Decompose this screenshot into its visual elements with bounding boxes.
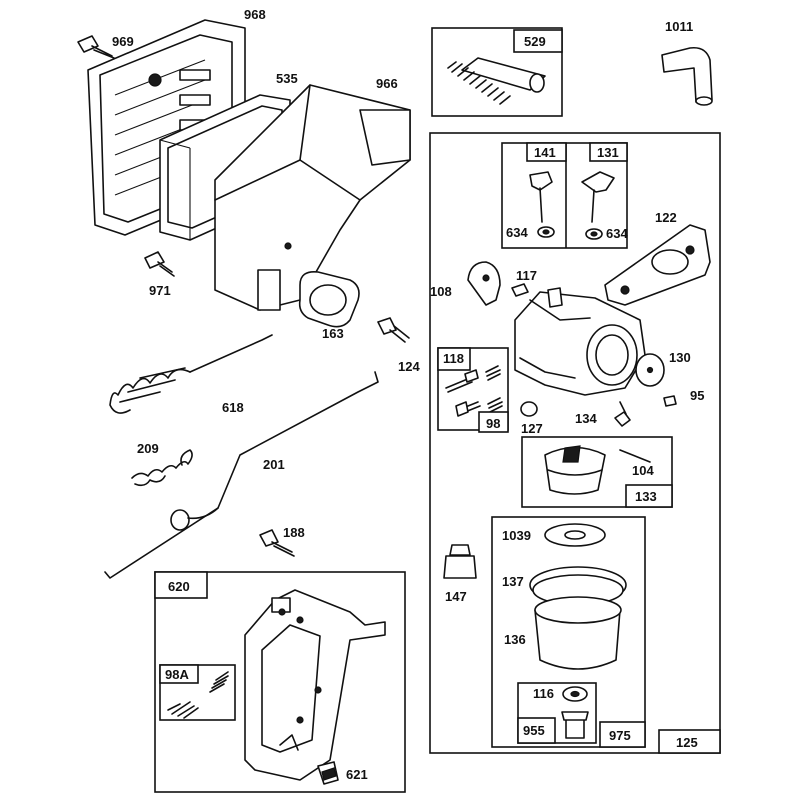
gasket-163 (298, 270, 360, 328)
label-188: 188 (283, 525, 305, 540)
label-621: 621 (346, 767, 368, 782)
label-118: 118 (443, 351, 464, 366)
label-971: 971 (149, 283, 171, 298)
label-127: 127 (521, 421, 543, 436)
label-163: 163 (322, 326, 344, 341)
label-618: 618 (222, 400, 244, 415)
bolt-kit-frame (517, 682, 597, 744)
spring-209 (131, 449, 193, 487)
tag-141 (526, 142, 567, 162)
tag-98A (159, 664, 199, 684)
label-131: 131 (597, 145, 619, 160)
label-969: 969 (112, 34, 134, 49)
tag-955 (517, 717, 556, 744)
throttle-plate-108 (467, 261, 501, 306)
label-117: 117 (516, 268, 537, 283)
label-209: 209 (137, 441, 159, 456)
box-529 (431, 27, 563, 117)
spring-kit-98A (167, 671, 229, 719)
label-147: 147 (445, 589, 467, 604)
pin-104 (619, 449, 651, 463)
screw-969 (77, 35, 115, 59)
bracket-122 (604, 224, 711, 306)
label-136: 136 (504, 632, 526, 647)
label-634-right: 634 (606, 226, 628, 241)
label-955: 955 (523, 723, 545, 738)
needle-141 (529, 171, 555, 238)
label-141: 141 (534, 145, 556, 160)
link-rod-201 (104, 371, 379, 579)
choke-plate-130 (635, 353, 665, 387)
label-201: 201 (263, 457, 285, 472)
tube-and-spring-529 (447, 57, 546, 105)
label-529: 529 (524, 34, 546, 49)
bolt-955 (561, 711, 589, 739)
plug-127 (520, 401, 538, 417)
label-133: 133 (635, 489, 657, 504)
needle-131 (581, 171, 615, 240)
tag-529 (513, 29, 563, 53)
float-133 (544, 445, 606, 495)
label-125: 125 (676, 735, 698, 750)
label-975: 975 (609, 728, 631, 743)
label-108: 108 (430, 284, 452, 299)
tag-620 (154, 571, 208, 599)
label-124: 124 (398, 359, 420, 374)
needle-134 (614, 401, 631, 427)
label-122: 122 (655, 210, 677, 225)
clip-621 (317, 761, 339, 785)
label-104: 104 (632, 463, 654, 478)
label-968: 968 (244, 7, 266, 22)
spring-618 (109, 334, 273, 414)
tag-98 (478, 411, 509, 433)
label-137: 137 (502, 574, 524, 589)
label-116: 116 (533, 686, 554, 701)
spring-kit-118-frame (437, 347, 509, 431)
shaft-117 (511, 283, 529, 297)
float-bowl-136 (534, 596, 622, 670)
screw-188 (259, 529, 295, 557)
label-98: 98 (486, 416, 500, 431)
screw-95 (663, 395, 677, 407)
screw-spring-98 (455, 397, 503, 417)
control-bracket-frame (154, 571, 406, 793)
screw-971 (144, 251, 175, 277)
label-1039: 1039 (502, 528, 531, 543)
label-966: 966 (376, 76, 398, 91)
carburetor-body (514, 287, 646, 396)
label-130: 130 (669, 350, 691, 365)
bowl-gasket-137 (529, 566, 627, 606)
control-bracket-620 (244, 589, 386, 781)
tag-133 (625, 484, 673, 508)
label-98A: 98A (165, 667, 189, 682)
tag-975 (599, 721, 646, 748)
fitting-147 (443, 544, 477, 579)
label-620: 620 (168, 579, 190, 594)
air-cleaner-cover-966 (214, 84, 411, 311)
tag-125 (658, 729, 721, 754)
label-634-left: 634 (506, 225, 528, 240)
label-1011: 1011 (665, 19, 693, 34)
washer-116 (562, 686, 588, 702)
label-95: 95 (690, 388, 704, 403)
tag-131 (589, 142, 628, 162)
carburetor-125-frame (429, 132, 721, 754)
screw-spring-118 (445, 365, 501, 393)
label-134: 134 (575, 411, 597, 426)
bolt-124 (377, 317, 410, 343)
hose-1011 (661, 46, 713, 106)
float-133-frame (521, 436, 673, 508)
tag-118 (437, 347, 471, 371)
bowl-kit-975-frame (491, 516, 646, 748)
label-535: 535 (276, 71, 298, 86)
gasket-1039 (544, 523, 606, 547)
